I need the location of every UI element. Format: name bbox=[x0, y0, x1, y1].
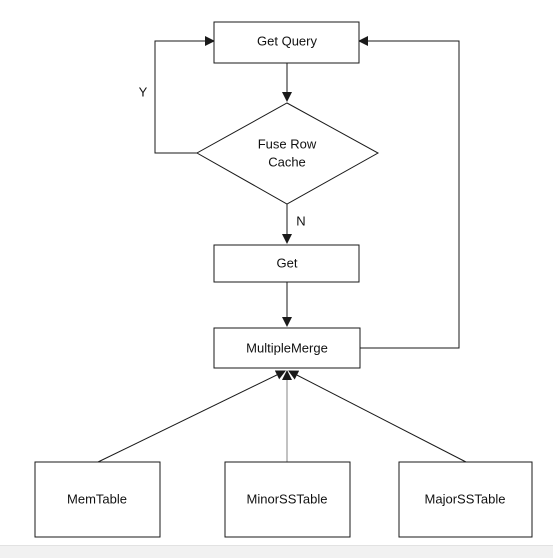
node-get-label: Get bbox=[277, 255, 298, 270]
node-minor-sstable: MinorSSTable bbox=[224, 461, 351, 538]
node-multiple-merge-label: MultipleMerge bbox=[246, 340, 328, 355]
node-mem-table-label: MemTable bbox=[67, 491, 127, 506]
node-get: Get bbox=[213, 244, 360, 283]
node-fuse-row-cache-label-line2: Cache bbox=[268, 154, 306, 169]
node-fuse-row-cache: Fuse Row Cache bbox=[195, 102, 380, 205]
node-major-sstable-label: MajorSSTable bbox=[425, 491, 506, 506]
node-minor-sstable-label: MinorSSTable bbox=[247, 491, 328, 506]
node-get-query: Get Query bbox=[213, 21, 360, 64]
edge-majorsstable-to-multiplemerge bbox=[288, 370, 467, 463]
edge-memtable-to-multiplemerge bbox=[97, 370, 286, 463]
node-major-sstable: MajorSSTable bbox=[398, 461, 533, 538]
edge-label-yes: Y bbox=[139, 84, 148, 99]
bottom-scroll-bar bbox=[0, 545, 553, 558]
edge-label-no: N bbox=[296, 213, 305, 228]
node-mem-table: MemTable bbox=[34, 461, 161, 538]
node-multiple-merge: MultipleMerge bbox=[213, 327, 361, 369]
node-get-query-label: Get Query bbox=[257, 33, 317, 48]
node-fuse-row-cache-label-line1: Fuse Row bbox=[258, 136, 317, 151]
edge-multiplemerge-to-getquery bbox=[358, 36, 460, 349]
edge-fuserowcache-to-getquery-yes bbox=[154, 36, 215, 154]
